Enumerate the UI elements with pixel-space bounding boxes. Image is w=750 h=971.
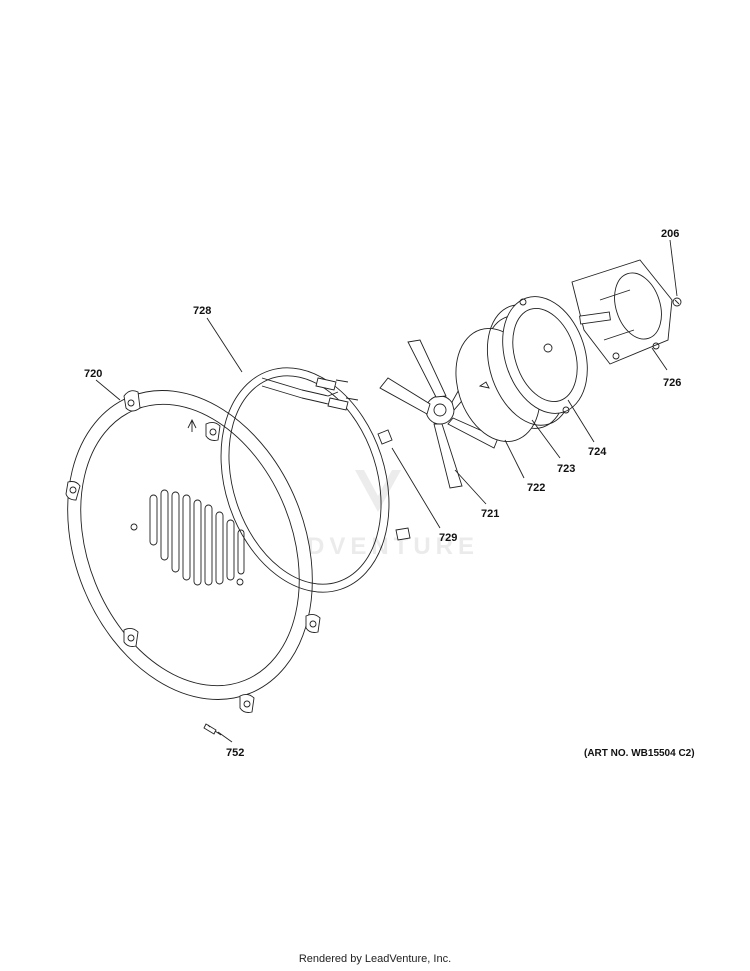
watermark-logo-icon [355, 470, 401, 512]
leader-lines [95, 239, 678, 743]
callout-206: 206 [661, 228, 679, 240]
part-752-screw [203, 723, 222, 736]
part-720-cover-plate [65, 390, 321, 713]
callout-724: 724 [588, 446, 607, 458]
mounting-tab [239, 693, 255, 713]
callout-721: 721 [481, 508, 499, 520]
mounting-tab [123, 627, 139, 647]
vent-slots [130, 489, 245, 586]
mounting-tab [65, 481, 81, 501]
mounting-tab [305, 613, 321, 633]
part-724-mounting-plate [502, 296, 588, 414]
part-728-heating-element [220, 367, 390, 593]
part-206-screw [672, 297, 682, 307]
art-number: (ART NO. WB15504 C2) [584, 748, 695, 759]
callout-729: 729 [439, 532, 457, 544]
mounting-tab [123, 390, 141, 412]
arrow-up-icon [187, 418, 197, 432]
callout-726: 726 [663, 377, 681, 389]
callout-723: 723 [557, 463, 575, 475]
footer-credit: Rendered by LeadVenture, Inc. [298, 953, 452, 965]
part-729-element-clip [377, 429, 411, 541]
callout-728: 728 [193, 305, 211, 317]
callout-752: 752 [226, 747, 244, 759]
callout-722: 722 [527, 482, 545, 494]
mounting-tab [205, 421, 221, 441]
part-726-motor [571, 259, 673, 365]
callout-720: 720 [84, 368, 102, 380]
